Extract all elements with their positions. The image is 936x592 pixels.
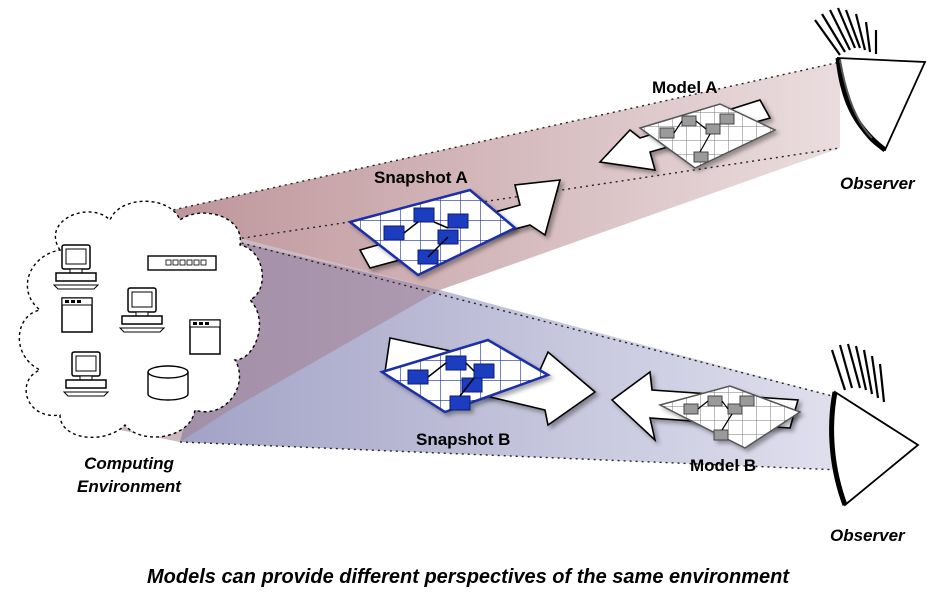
snapshot-b-label: Snapshot B bbox=[416, 430, 511, 449]
snapshot-a-label: Snapshot A bbox=[374, 168, 468, 187]
snapshot-a-grid bbox=[347, 188, 518, 277]
model-a-grid bbox=[638, 103, 777, 169]
database-icon bbox=[147, 365, 189, 401]
beam-dotted-edges bbox=[149, 61, 841, 471]
model-b-grid bbox=[657, 385, 802, 449]
observer-eye-icon bbox=[814, 7, 927, 152]
observer-bottom-label: Observer bbox=[830, 526, 905, 545]
snapshot-b-grid bbox=[379, 338, 551, 414]
model-a-label: Model A bbox=[652, 78, 718, 97]
computing-environment-label: Computing Environment bbox=[54, 452, 204, 498]
server-icon bbox=[61, 297, 93, 333]
observer-eye-icon bbox=[829, 343, 920, 507]
computing-environment-line2: Environment bbox=[77, 477, 181, 496]
model-b-label: Model B bbox=[690, 456, 757, 475]
figure-caption: Models can provide different perspective… bbox=[146, 566, 790, 588]
computing-environment-line1: Computing bbox=[84, 454, 174, 473]
network-switch-icon bbox=[147, 255, 217, 271]
server-icon bbox=[189, 319, 221, 355]
observer-top-label: Observer bbox=[840, 174, 915, 193]
